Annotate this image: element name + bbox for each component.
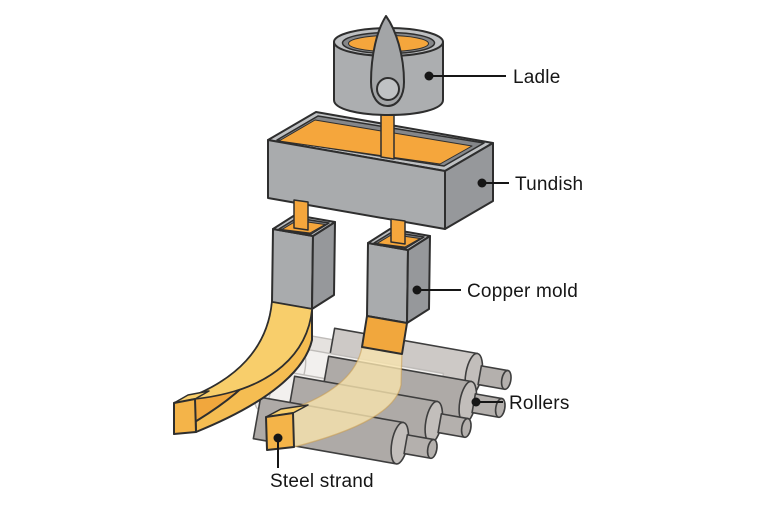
- strand-end-face: [265, 412, 295, 451]
- leader-dot: [424, 71, 434, 81]
- tundish-stream-right: [390, 218, 406, 245]
- roller-axle-end: [426, 438, 438, 460]
- strand-end-face: [173, 398, 197, 435]
- label-text: Ladle: [513, 67, 561, 88]
- label-tundish: Tundish: [477, 174, 583, 195]
- tundish-right-face: [444, 142, 494, 230]
- label-rollers: Rollers: [471, 393, 570, 414]
- label-ladle: Ladle: [424, 67, 561, 88]
- ladle-stopper-knob: [376, 77, 400, 101]
- leader-dot: [477, 178, 487, 188]
- strand-exit-segment: [361, 315, 408, 355]
- roller-axle-end: [460, 417, 472, 439]
- roller-axle-end: [494, 397, 506, 419]
- label-copper-mold: Copper mold: [412, 281, 578, 302]
- leader-dot: [273, 433, 283, 443]
- leader-dot: [412, 285, 422, 295]
- label-steel-strand: Steel strand: [270, 433, 374, 492]
- copper-mold-right: [366, 228, 431, 324]
- mold-front-face: [366, 242, 409, 324]
- mold-front-face: [271, 228, 314, 310]
- labels: Ladle Tundish Copper mold Rollers Steel …: [270, 67, 583, 492]
- copper-mold-left: [271, 214, 336, 310]
- leader-dot: [471, 397, 481, 407]
- label-text: Rollers: [509, 393, 570, 414]
- label-text: Tundish: [515, 174, 583, 195]
- ladle: [333, 15, 444, 116]
- tundish-stream-left: [293, 199, 309, 231]
- steel-strand-left: [173, 301, 313, 435]
- label-text: Steel strand: [270, 471, 374, 492]
- steel-strand-right: [265, 315, 408, 451]
- label-text: Copper mold: [467, 281, 578, 302]
- roller-axle-end: [500, 369, 512, 391]
